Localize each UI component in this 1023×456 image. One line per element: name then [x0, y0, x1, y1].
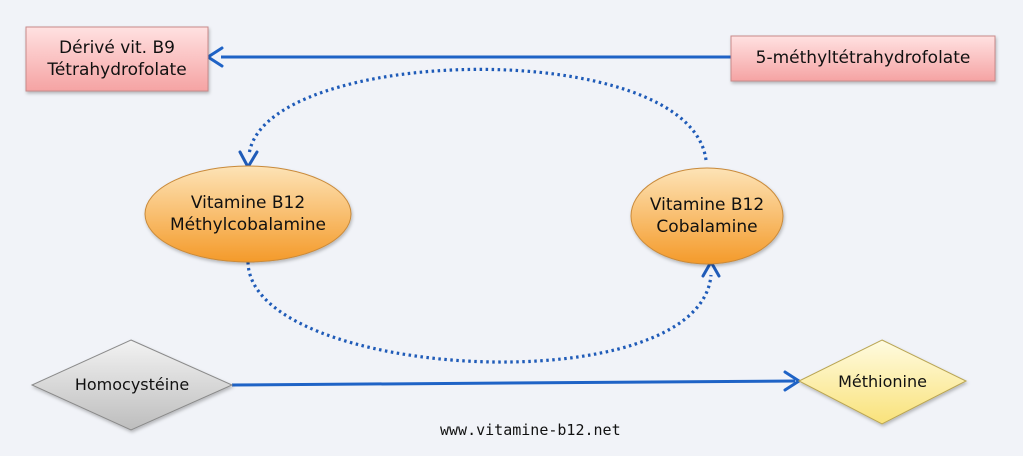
methionine-line1: Méthionine — [838, 371, 927, 391]
cobalamin-line1: Vitamine B12 — [649, 194, 765, 215]
node-b9-derivative-box — [25, 26, 209, 92]
node-methylthf-box — [730, 35, 996, 82]
b9-derivative-line1: Dérivé vit. B9 — [59, 37, 175, 58]
edge-methylthf-to-b9 — [206, 46, 731, 68]
node-homocysteine-diamond — [30, 339, 234, 431]
node-methylthf-label: 5-méthyltétrahydrofolate — [731, 36, 995, 81]
website-credit: www.vitamine-b12.net — [440, 421, 621, 439]
node-homocysteine-label: Homocystéine — [32, 340, 232, 430]
edge-methylcobalamin-to-cobalamin — [246, 260, 721, 364]
homocysteine-line1: Homocystéine — [74, 374, 190, 394]
b9-derivative-line2: Tétrahydrofolate — [47, 60, 187, 80]
cobalamin-line2: Cobalamine — [656, 217, 758, 237]
node-methylcobalamin-label: Vitamine B12 Méthylcobalamine — [145, 166, 351, 262]
methylcobalamin-line1: Vitamine B12 — [190, 192, 306, 213]
methylcobalamin-line2: Méthylcobalamine — [170, 215, 326, 235]
node-methionine-label: Méthionine — [799, 340, 966, 424]
edge-cobalamin-to-methylcobalamin — [238, 67, 708, 169]
methylthf-line1: 5-méthyltétrahydrofolate — [755, 48, 971, 69]
edge-homocysteine-to-methionine — [231, 370, 801, 392]
node-b9-derivative-label: Dérivé vit. B9 Tétrahydrofolate — [26, 27, 208, 91]
node-methylcobalamin-ellipse — [144, 165, 352, 263]
node-methionine-diamond — [797, 339, 968, 425]
node-cobalamin-ellipse — [630, 167, 784, 265]
node-cobalamin-label: Vitamine B12 Cobalamine — [631, 168, 783, 264]
